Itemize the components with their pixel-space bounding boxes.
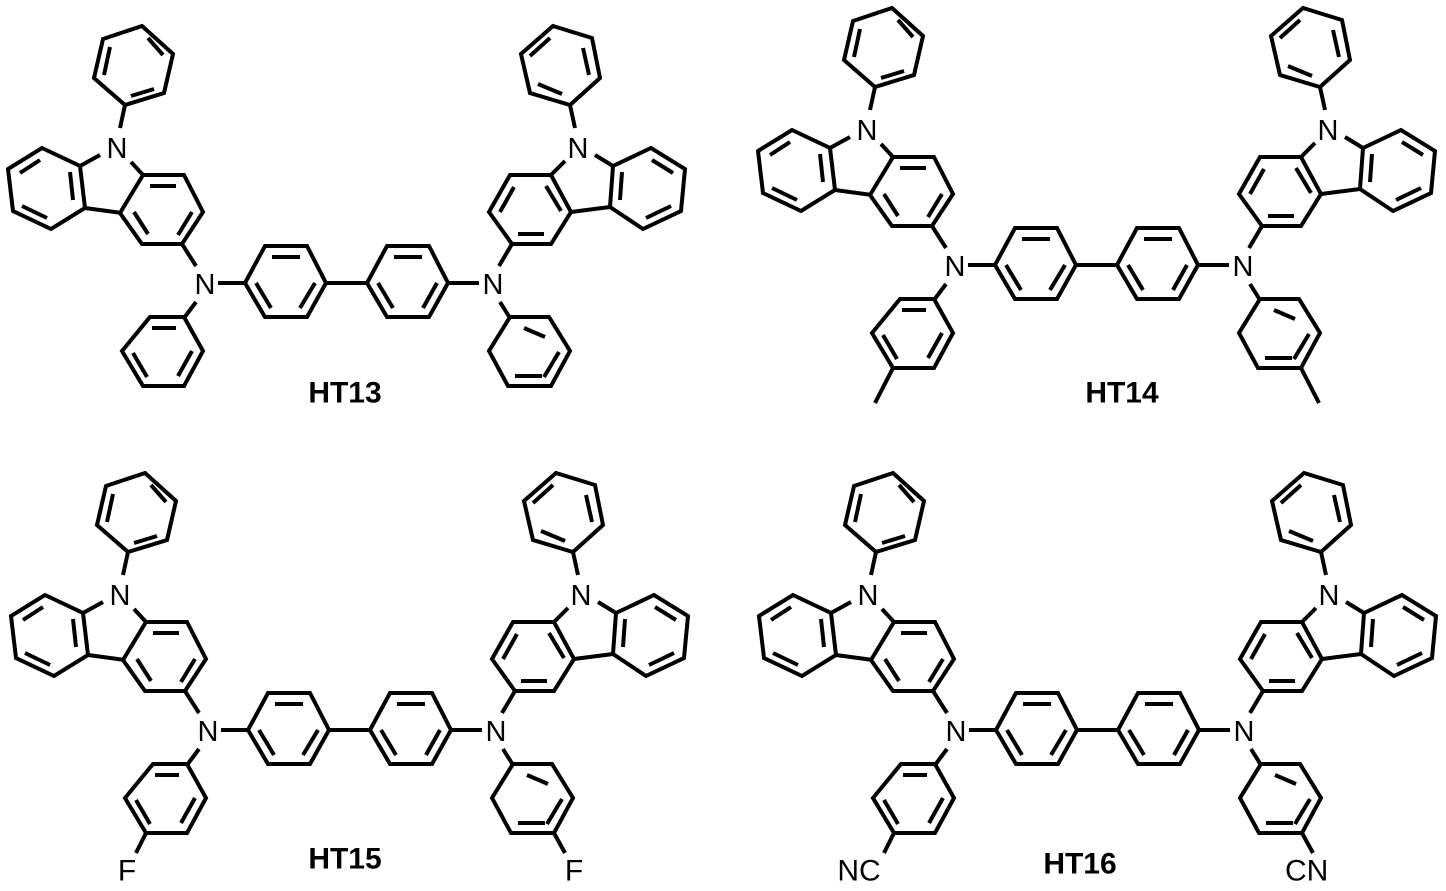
compound-ht13: HT13	[6, 24, 687, 410]
substituent-nc-left: NC	[837, 855, 880, 888]
substituent-f-right: F	[565, 855, 583, 888]
f-bond-left	[134, 832, 148, 854]
compound-label-ht15: HT15	[308, 843, 381, 876]
methyl-left	[873, 367, 895, 404]
compound-ht15: F F HT15	[9, 471, 690, 888]
compound-label-ht13: HT13	[308, 377, 381, 410]
compound-label-ht16: HT16	[1043, 848, 1116, 881]
compound-ht14: HT14	[756, 6, 1437, 410]
substituent-f-left: F	[118, 855, 136, 888]
compound-ht16: NC CN HT16	[757, 471, 1438, 888]
cn-bond-left	[882, 832, 896, 854]
cn-bond-right	[1300, 832, 1315, 854]
methyl-right	[1299, 367, 1321, 404]
f-bond-right	[552, 832, 567, 854]
compound-label-ht14: HT14	[1085, 377, 1159, 410]
substituent-cn-right: CN	[1285, 855, 1328, 888]
